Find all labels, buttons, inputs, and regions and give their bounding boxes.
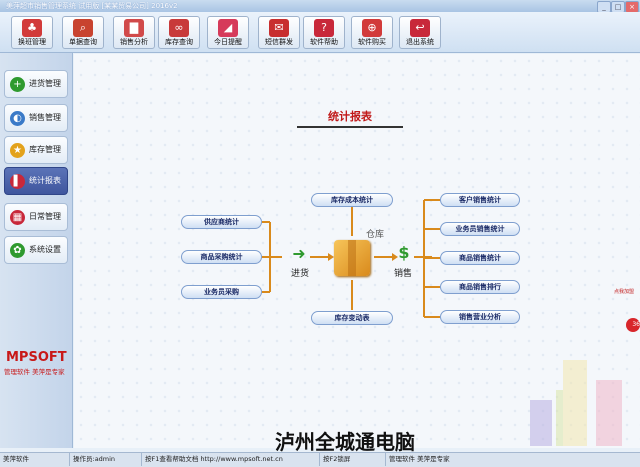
purchase-arrow-icon: ➜ bbox=[292, 244, 306, 263]
star-icon: ★ bbox=[10, 143, 25, 158]
sidebar-item-label: 系统设置 bbox=[29, 245, 61, 254]
sidebar-item-label: 销售管理 bbox=[29, 113, 61, 122]
sidebar: ✿ 系统设置 ▦ 日常管理 ▌ 统计报表 ★ 库存管理 ◐ 销售管理 + 进货管理 MPSOFT 管理… bbox=[0, 53, 73, 448]
report-icon: ▌ bbox=[10, 174, 25, 189]
cart-icon: ⊕ bbox=[362, 19, 382, 37]
sidebar-item-label: 统计报表 bbox=[29, 176, 61, 185]
warehouse-box-icon[interactable] bbox=[334, 240, 370, 276]
sidebar-item-label: 日常管理 bbox=[29, 212, 61, 221]
toolbar-button-0[interactable]: ♣换班管理 bbox=[11, 16, 53, 49]
watermark-text: 泸州全城通电脑 bbox=[275, 430, 415, 454]
toolbar-label: 今日提醒 bbox=[214, 38, 242, 46]
megaphone-icon: ◢ bbox=[218, 19, 238, 37]
title-underline bbox=[297, 126, 403, 128]
sidebar-item-label: 库存管理 bbox=[29, 145, 61, 154]
sidebar-item-2[interactable]: ★ 库存管理 bbox=[4, 136, 68, 164]
toolbar-label: 软件购买 bbox=[358, 38, 386, 46]
toolbar-label: 单据查询 bbox=[69, 38, 97, 46]
help-icon: ? bbox=[314, 19, 334, 37]
decor-bars bbox=[530, 360, 622, 446]
salesman-purchase-button[interactable]: 业务员采购 bbox=[181, 285, 262, 299]
sidebar-item-3[interactable]: ▌ 统计报表 bbox=[4, 167, 68, 195]
calendar-icon: ▦ bbox=[10, 210, 25, 225]
toolbar-label: 软件帮助 bbox=[310, 38, 338, 46]
sidebar-item-5[interactable]: ✿ 系统设置 bbox=[4, 236, 68, 264]
window-title: 美萍超市销售管理系统 试用版 [某某贸易公司] 2016v2 bbox=[6, 2, 178, 10]
sidebar-item-0[interactable]: + 进货管理 bbox=[4, 70, 68, 98]
sales-analysis-button[interactable]: 销售营业分析 bbox=[440, 310, 520, 324]
globe-icon: ◐ bbox=[10, 111, 25, 126]
handshake-icon: ♣ bbox=[22, 19, 42, 37]
salesman-sales-button[interactable]: 业务员销售统计 bbox=[440, 222, 520, 236]
inventory-change-button[interactable]: 库存变动表 bbox=[311, 311, 393, 325]
sales-label: 销售 bbox=[394, 269, 413, 279]
warehouse-label: 仓库 bbox=[366, 230, 385, 240]
toolbar-button-3[interactable]: ∞库存查询 bbox=[158, 16, 200, 49]
status-app: 美萍软件 bbox=[0, 453, 70, 466]
toolbar-label: 库存查询 bbox=[165, 38, 193, 46]
toolbar-button-1[interactable]: ⌕单据查询 bbox=[62, 16, 104, 49]
toolbar-button-4[interactable]: ◢今日提醒 bbox=[207, 16, 249, 49]
join-badge[interactable]: 点我加盟 bbox=[614, 289, 635, 295]
logo-slogan: 管理软件 美萍是专家 bbox=[4, 368, 65, 376]
inventory-cost-button[interactable]: 库存成本统计 bbox=[311, 193, 393, 207]
main-panel bbox=[74, 54, 640, 448]
mpsoft-logo: MPSOFT bbox=[6, 350, 67, 365]
product-sales-button[interactable]: 商品销售统计 bbox=[440, 251, 520, 265]
toolbar-button-2[interactable]: ▇销售分析 bbox=[113, 16, 155, 49]
exit-icon: ↩ bbox=[410, 19, 430, 37]
bar-chart-icon: ▇ bbox=[124, 19, 144, 37]
customer-sales-button[interactable]: 客户销售统计 bbox=[440, 193, 520, 207]
toolbar-button-8[interactable]: ↩退出系统 bbox=[399, 16, 441, 49]
status-bar: 美萍软件 操作员:admin 按F1查看帮助文档 http://www.mpso… bbox=[0, 452, 640, 467]
toolbar-button-5[interactable]: ✉短信群发 bbox=[258, 16, 300, 49]
supplier-stats-button[interactable]: 供应商统计 bbox=[181, 215, 262, 229]
magnifier-icon: ⌕ bbox=[73, 19, 93, 37]
panel-title: 统计报表 bbox=[328, 110, 372, 123]
purchase-stats-button[interactable]: 商品采购统计 bbox=[181, 250, 262, 264]
sidebar-item-label: 进货管理 bbox=[29, 79, 61, 88]
status-slogan: 管理软件 美萍是专家 bbox=[389, 455, 450, 463]
status-lock: 按F2锁屏 bbox=[320, 453, 386, 466]
toolbar: ♣换班管理⌕单据查询▇销售分析∞库存查询◢今日提醒✉短信群发?软件帮助⊕软件购买… bbox=[0, 12, 640, 53]
toolbar-button-7[interactable]: ⊕软件购买 bbox=[351, 16, 393, 49]
plus-icon: + bbox=[10, 77, 25, 92]
envelope-icon: ✉ bbox=[269, 19, 289, 37]
purchase-label: 进货 bbox=[291, 269, 310, 279]
status-help: 按F1查看帮助文档 http://www.mpsoft.net.cn bbox=[142, 453, 320, 466]
sidebar-item-1[interactable]: ◐ 销售管理 bbox=[4, 104, 68, 132]
dollar-icon: $ bbox=[398, 243, 410, 262]
status-operator: 操作员:admin bbox=[70, 453, 142, 466]
settings-icon: ✿ bbox=[10, 243, 25, 258]
toolbar-label: 短信群发 bbox=[265, 38, 293, 46]
sidebar-item-4[interactable]: ▦ 日常管理 bbox=[4, 203, 68, 231]
toolbar-label: 退出系统 bbox=[406, 38, 434, 46]
toolbar-label: 销售分析 bbox=[120, 38, 148, 46]
glasses-icon: ∞ bbox=[169, 19, 189, 37]
toolbar-label: 换班管理 bbox=[18, 38, 46, 46]
sales-ranking-button[interactable]: 商品销售排行 bbox=[440, 280, 520, 294]
toolbar-button-6[interactable]: ?软件帮助 bbox=[303, 16, 345, 49]
red-badge-icon[interactable]: 36 bbox=[626, 318, 640, 332]
